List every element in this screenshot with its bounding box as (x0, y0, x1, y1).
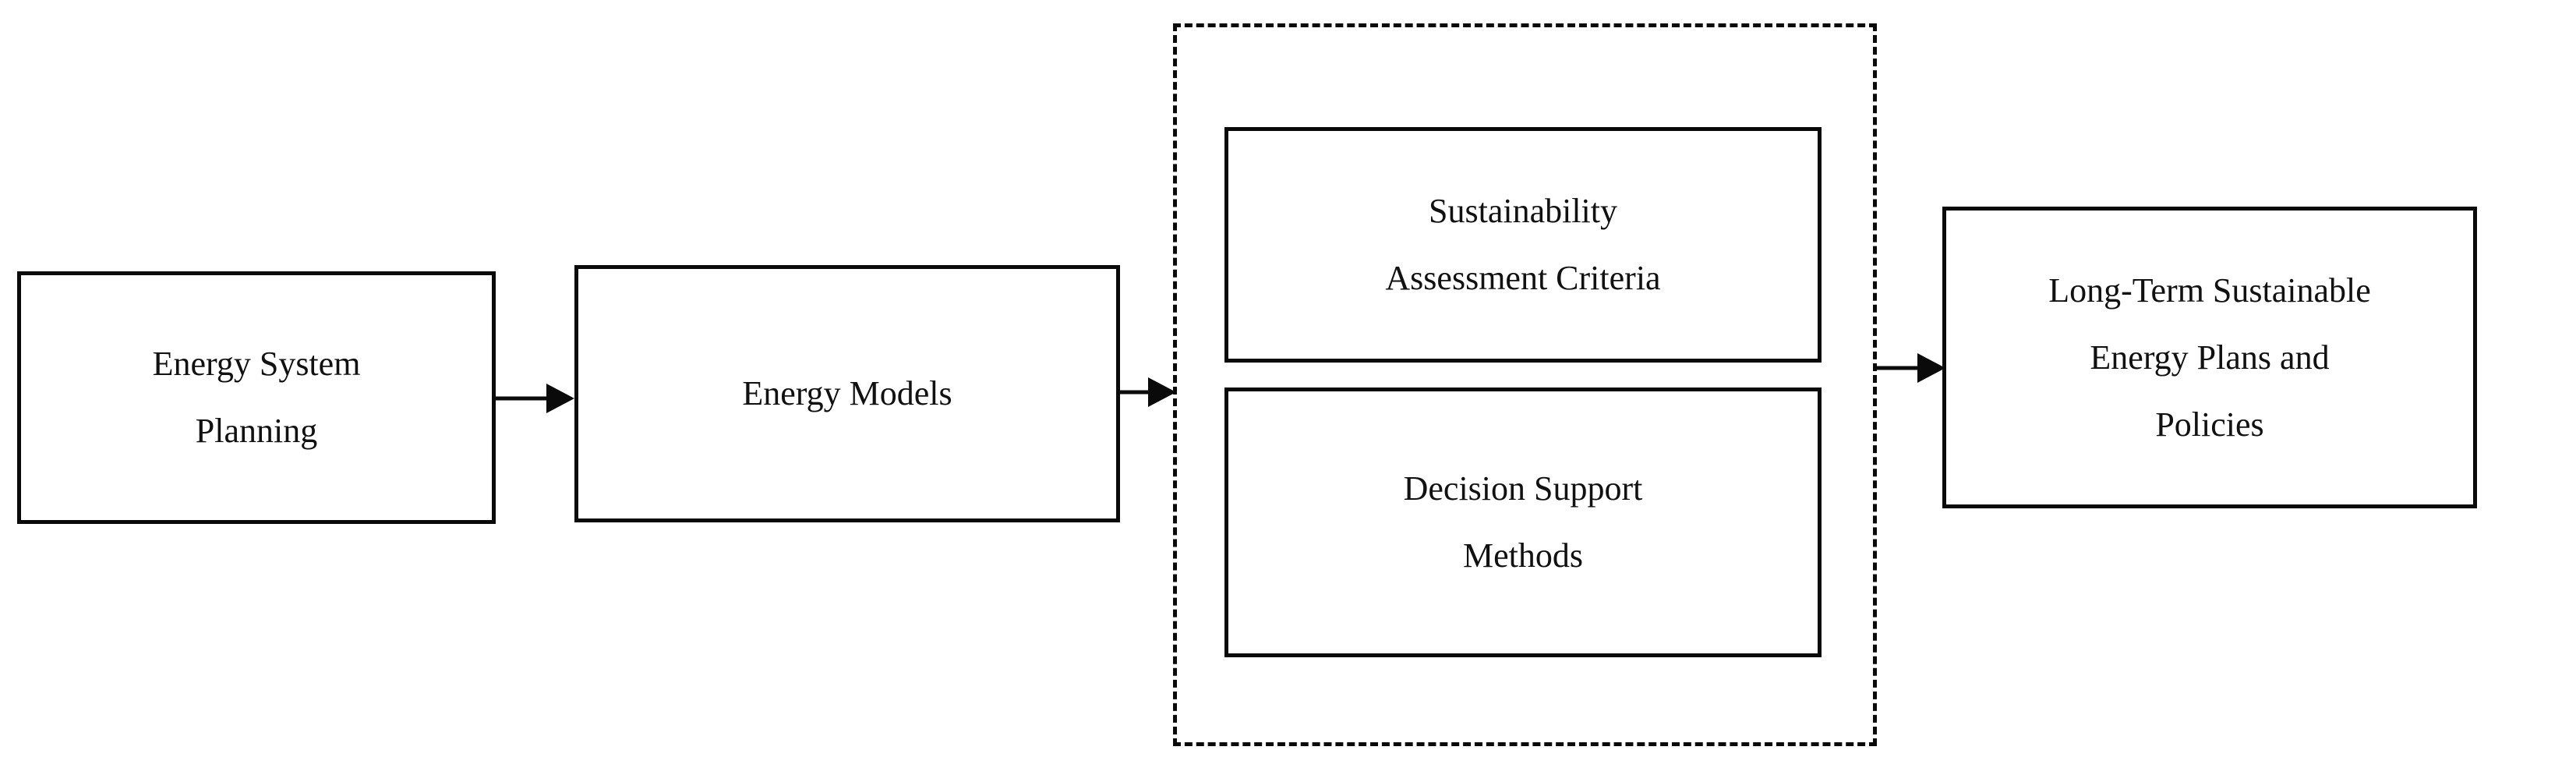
arrowhead-icon (546, 384, 574, 413)
arrow-shaft (1120, 390, 1148, 395)
node-energy-models[interactable]: Energy Models (574, 265, 1120, 522)
arrowhead-icon (1917, 353, 1945, 383)
arrowhead-icon (1148, 377, 1176, 407)
node-decision-support-line-1: Decision Support (1403, 469, 1643, 508)
node-energy-system-planning-line-1: Energy System (152, 345, 361, 383)
node-sustainability-criteria-line-1: Sustainability (1429, 192, 1617, 230)
node-decision-support-methods[interactable]: Decision Support Methods (1224, 388, 1822, 657)
node-long-term-sustainable-energy-plans-and-policies[interactable]: Long-Term Sustainable Energy Plans and P… (1942, 207, 2477, 508)
node-energy-system-planning-line-2: Planning (195, 412, 318, 450)
node-sustainability-criteria-line-2: Assessment Criteria (1385, 259, 1661, 297)
node-decision-support-line-2: Methods (1463, 536, 1583, 575)
group-assessment-framework (1173, 23, 1877, 746)
node-long-term-plans-line-3: Policies (2155, 405, 2264, 444)
node-energy-models-line-1: Energy Models (742, 374, 952, 412)
node-long-term-plans-line-2: Energy Plans and (2090, 338, 2330, 377)
node-sustainability-assessment-criteria[interactable]: Sustainability Assessment Criteria (1224, 127, 1822, 363)
arrow-shaft (1877, 366, 1917, 370)
node-energy-system-planning[interactable]: Energy System Planning (17, 271, 496, 524)
node-long-term-plans-line-1: Long-Term Sustainable (2048, 271, 2371, 310)
arrow-shaft (496, 396, 546, 401)
